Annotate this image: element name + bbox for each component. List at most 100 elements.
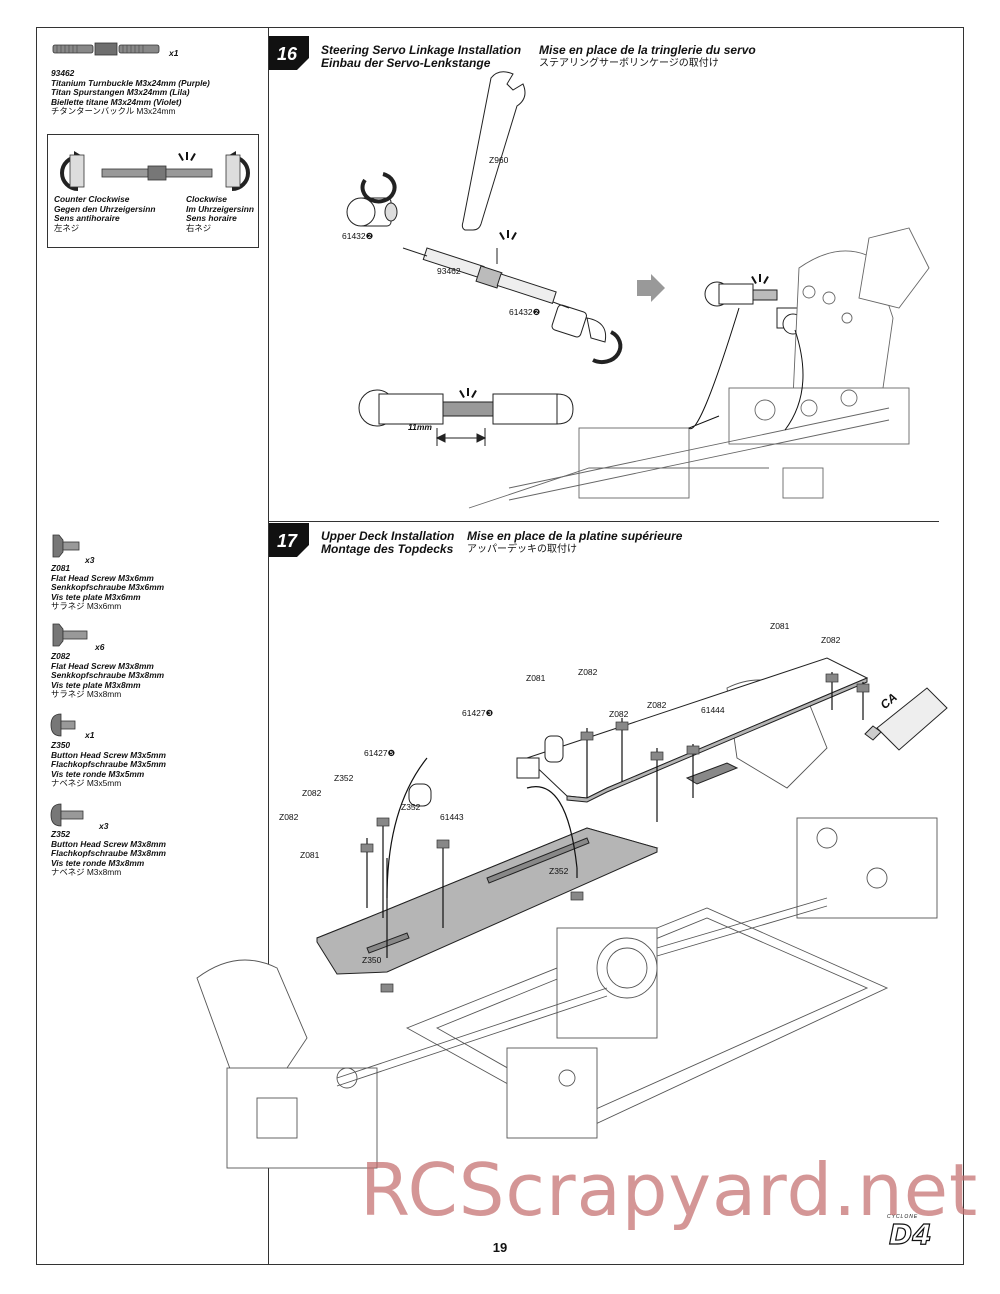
label-61427: 61427❸: [462, 708, 493, 719]
label-61432-right: 61432❷: [509, 307, 540, 318]
page-frame: x1 93462 Titanium Turnbuckle M3x24mm (Pu…: [36, 27, 964, 1265]
ccw-fr: Sens antihoraire: [54, 213, 120, 224]
step-16-diagram: [346, 71, 930, 509]
part-code: 93462: [51, 68, 75, 78]
step-16-title-alt: Mise en place de la tringlerie du servo …: [539, 44, 756, 70]
label-61443: 61443: [440, 812, 464, 822]
step-17-title-en: Upper Deck Installation: [321, 529, 455, 543]
part-name-en: Button Head Screw M3x8mm: [51, 838, 166, 849]
part-z081: Z081 Flat Head Screw M3x6mm Senkkopfschr…: [51, 563, 165, 612]
button-head-screw-icon: [50, 803, 84, 827]
label-z960: Z960: [489, 155, 509, 165]
qty-93462: x1: [169, 48, 179, 58]
step-16-title-de: Einbau der Servo-Lenkstange: [321, 56, 491, 70]
part-code: Z350: [51, 740, 71, 750]
step-17-title-jp: アッパーデッキの取付け: [467, 544, 577, 555]
label-61444: 61444: [701, 705, 725, 715]
part-code: Z081: [51, 563, 71, 573]
part-name-jp: チタンターンバックル M3x24mm: [51, 106, 176, 117]
step-17-title-de: Montage des Topdecks: [321, 542, 454, 556]
part-name-fr: Vis tete ronde M3x5mm: [51, 768, 145, 779]
qty-z352: x3: [99, 821, 109, 831]
label-11mm: 11mm: [408, 422, 432, 432]
qty-marker: ❺: [387, 748, 396, 758]
label-61427-code: 61427: [364, 748, 388, 758]
part-name-fr: Vis tete plate M3x8mm: [51, 679, 141, 690]
qty-marker: ❸: [485, 708, 494, 718]
step-16-title-en: Steering Servo Linkage Installation: [321, 43, 522, 57]
label-z082: Z082: [821, 635, 841, 645]
part-code: Z082: [51, 651, 71, 661]
label-z081: Z081: [526, 673, 546, 683]
turnbuckle-icon: [422, 247, 557, 304]
part-93462: 93462 Titanium Turnbuckle M3x24mm (Purpl…: [51, 68, 210, 117]
cw-label: Clockwise Im Uhrzeigersinn Sens horaire …: [186, 194, 254, 233]
label-z082: Z082: [647, 700, 667, 710]
step-17-title-fr: Mise en place de la platine supérieure: [467, 529, 683, 543]
part-name-fr: Vis tete plate M3x6mm: [51, 591, 141, 602]
part-name-jp: ナベネジ M3x5mm: [51, 778, 122, 789]
label-61427-code: 61427: [462, 708, 486, 718]
step-17-diagram: [196, 657, 948, 1169]
label-z081: Z081: [300, 850, 320, 860]
qty-marker: ❷: [532, 307, 541, 317]
flat-head-screw-icon: [52, 534, 80, 558]
parts-sidebar: x1 93462 Titanium Turnbuckle M3x24mm (Pu…: [37, 28, 269, 1264]
part-name-en: Flat Head Screw M3x8mm: [51, 660, 154, 671]
part-name-jp: ナベネジ M3x8mm: [51, 867, 122, 878]
upper-deck-icon: [316, 657, 869, 975]
label-61432-right-code: 61432: [509, 307, 533, 317]
thread-direction-box: Counter Clockwise Gegen den Uhrzeigersin…: [47, 134, 259, 248]
rod-end-icon: [516, 757, 540, 779]
ccw-en: Counter Clockwise: [54, 194, 130, 204]
chassis-front-icon: [468, 227, 930, 509]
step-16-title-fr: Mise en place de la tringlerie du servo: [539, 43, 756, 57]
part-name-de: Flachkopfschraube M3x8mm: [51, 848, 166, 859]
turnbuckle-icon: [52, 42, 160, 56]
part-name-jp: サラネジ M3x8mm: [51, 689, 122, 700]
qty-z081: x3: [85, 555, 95, 565]
label-z081: Z081: [770, 621, 790, 631]
label-z082: Z082: [302, 788, 322, 798]
part-name-en: Flat Head Screw M3x6mm: [51, 572, 154, 583]
step-16-title: Steering Servo Linkage Installation Einb…: [321, 44, 521, 70]
label-z352: Z352: [401, 802, 421, 812]
screw-icons: [360, 673, 870, 993]
page-number: 19: [492, 1240, 508, 1255]
shock-tower-rear-icon: [196, 959, 308, 1099]
servo-icon: [506, 1047, 598, 1139]
ccw-label: Counter Clockwise Gegen den Uhrzeigersin…: [54, 194, 156, 233]
part-z350: Z350 Button Head Screw M3x5mm Flachkopfs…: [51, 740, 166, 789]
step-17-badge: 17: [269, 523, 309, 557]
label-z082: Z082: [609, 709, 629, 719]
label-93462: 93462: [437, 266, 461, 276]
step-17-number: 17: [277, 531, 298, 551]
part-z082: Z082 Flat Head Screw M3x8mm Senkkopfschr…: [51, 651, 165, 700]
watermark: RCScrapyard.net: [360, 1148, 979, 1232]
cw-fr: Sens horaire: [186, 213, 237, 224]
cw-jp: 右ネジ: [186, 222, 212, 233]
ca-glue-bottle-icon: [864, 687, 948, 751]
part-name-de: Senkkopfschraube M3x6mm: [51, 582, 165, 593]
section-divider: [269, 521, 939, 522]
step-17-title: Upper Deck Installation Montage des Topd…: [321, 530, 454, 556]
button-head-screw-icon: [50, 713, 76, 737]
label-61432-left: 61432❷: [342, 231, 373, 242]
rod-end-icon: [551, 304, 607, 343]
label-z082: Z082: [578, 667, 598, 677]
label-61427: 61427❺: [364, 748, 395, 759]
logo-main: D4: [888, 1217, 932, 1251]
part-name-en: Button Head Screw M3x5mm: [51, 749, 166, 760]
logo-top: CYCLONE: [887, 1214, 919, 1220]
part-name-jp: サラネジ M3x6mm: [51, 601, 122, 612]
part-code: Z352: [51, 829, 71, 839]
ccw-de: Gegen den Uhrzeigersinn: [54, 203, 156, 214]
part-name-de: Flachkopfschraube M3x5mm: [51, 759, 166, 770]
part-name-fr: Biellette titane M3x24mm (Violet): [51, 96, 182, 107]
part-z352: Z352 Button Head Screw M3x8mm Flachkopfs…: [51, 829, 166, 878]
flat-head-screw-icon: [52, 623, 88, 647]
linkage-detail-icon: [358, 389, 574, 446]
part-name-de: Senkkopfschraube M3x8mm: [51, 670, 165, 681]
step-17-title-alt: Mise en place de la platine supérieure ア…: [467, 530, 682, 556]
part-name-en: Titanium Turnbuckle M3x24mm (Purple): [51, 77, 210, 88]
